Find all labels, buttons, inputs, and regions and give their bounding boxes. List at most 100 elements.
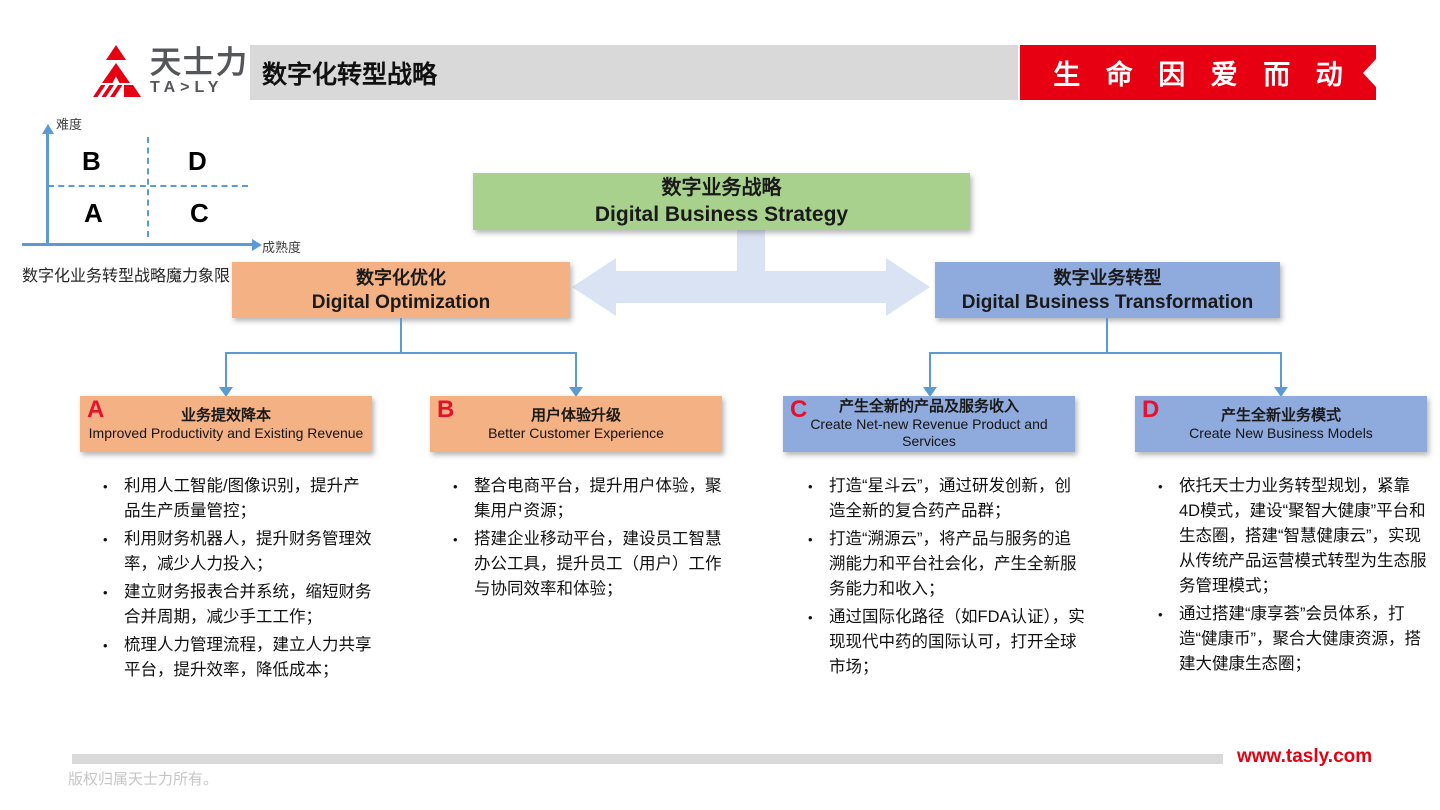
bullet-item: • 搭建企业移动平台，建设员工智慧办公工具，提升员工（用户）工作与协同效率和体验… — [448, 527, 724, 602]
footer-divider-bar — [72, 754, 1223, 764]
bullet-text: 利用财务机器人，提升财务管理效率，减少人力投入； — [124, 530, 372, 573]
logo-brand-cn: 天士力 — [150, 45, 249, 80]
bullet-text: 依托天士力业务转型规划，紧靠4D模式，建设“聚智大健康”平台和生态圈，搭建“智慧… — [1179, 477, 1427, 595]
bullet-dot: • — [103, 479, 108, 494]
column-b-bullets: • 整合电商平台，提升用户体验，聚集用户资源； • 搭建企业移动平台，建设员工智… — [448, 474, 724, 605]
slide-title-bar: 数字化转型战略 — [250, 45, 1018, 100]
header: 天士力 TA>LY 数字化转型战略 生 命 因 爱 而 动 — [0, 0, 1440, 110]
page-title: 数字化转型战略 — [262, 60, 438, 89]
tasly-logo-icon — [93, 45, 141, 97]
bullet-text: 通过搭建“康享荟”会员体系，打造“健康币”，聚合大健康资源，搭建大健康生态圈； — [1179, 605, 1421, 673]
category-box-c: C 产生全新的产品及服务收入 Create Net-new Revenue Pr… — [783, 396, 1075, 452]
y-axis-line — [46, 134, 49, 246]
tasly-logo-text: 天士力 TA>LY — [150, 47, 249, 97]
bullet-text: 通过国际化路径（如FDA认证），实现现代中药的国际认可，打开全球市场； — [829, 608, 1085, 676]
x-axis-line — [22, 243, 252, 246]
bullet-item: • 整合电商平台，提升用户体验，聚集用户资源； — [448, 474, 724, 524]
category-letter-c: C — [790, 396, 808, 423]
connector-line — [1280, 352, 1282, 388]
connector-line — [929, 352, 931, 388]
arrow-down-icon — [569, 387, 583, 397]
x-axis-arrow-icon — [252, 238, 262, 251]
bullet-dot: • — [1158, 607, 1163, 622]
bullet-dot: • — [808, 532, 813, 547]
connector-line — [575, 352, 577, 388]
bullet-dot: • — [453, 532, 458, 547]
category-title-cn: 产生全新的产品及服务收入 — [838, 398, 1019, 415]
bullet-dot: • — [453, 479, 458, 494]
category-title-cn: 产生全新业务模式 — [1220, 406, 1341, 424]
bullet-dot: • — [808, 479, 813, 494]
y-axis-label: 难度 — [56, 117, 83, 132]
category-letter-a: A — [87, 396, 105, 423]
column-d-bullets: • 依托天士力业务转型规划，紧靠4D模式，建设“聚智大健康”平台和生态圈，搭建“… — [1153, 474, 1431, 680]
category-title-cn: 业务提效降本 — [180, 406, 271, 424]
bullet-item: • 通过国际化路径（如FDA认证），实现现代中药的国际认可，打开全球市场； — [803, 605, 1085, 680]
arrow-down-icon — [923, 387, 937, 397]
quadrant-caption: 数字化业务转型战略魔力象限 — [22, 268, 231, 285]
bullet-item: • 梳理人力管理流程，建立人力共享平台，提升效率，降低成本； — [98, 633, 374, 683]
quadrant-letter-b: B — [82, 146, 101, 176]
connector-line — [400, 318, 402, 353]
quadrant-letter-c: C — [190, 198, 209, 228]
column-a-bullets: • 利用人工智能/图像识别，提升产品生产质量管控； • 利用财务机器人，提升财务… — [98, 474, 374, 686]
bullet-text: 打造“星斗云”，通过研发创新，创造全新的复合药产品群； — [829, 477, 1071, 520]
strategy-title-en: Digital Business Strategy — [594, 203, 849, 226]
bullet-dot: • — [103, 585, 108, 600]
bullet-item: • 打造“星斗云”，通过研发创新，创造全新的复合药产品群； — [803, 474, 1085, 524]
bullet-text: 整合电商平台，提升用户体验，聚集用户资源； — [474, 477, 722, 520]
double-arrow-right-icon — [886, 258, 930, 316]
column-c-bullets: • 打造“星斗云”，通过研发创新，创造全新的复合药产品群； • 打造“溯源云”，… — [803, 474, 1085, 683]
connector-line — [225, 352, 227, 388]
branch-title-en: Digital Optimization — [311, 291, 491, 313]
branch-title-cn: 数字化优化 — [356, 267, 446, 288]
strategy-connector-stem — [737, 228, 765, 273]
category-title-en: Improved Productivity and Existing Reven… — [88, 424, 364, 441]
bullet-item: • 依托天士力业务转型规划，紧靠4D模式，建设“聚智大健康”平台和生态圈，搭建“… — [1153, 474, 1431, 599]
bullet-item: • 利用财务机器人，提升财务管理效率，减少人力投入； — [98, 527, 374, 577]
strategy-title-cn: 数字业务战略 — [661, 177, 782, 199]
y-axis-arrow-icon — [41, 124, 54, 134]
quadrant-letter-d: D — [188, 146, 207, 176]
branch-title-cn: 数字业务转型 — [1053, 267, 1162, 288]
bullet-text: 建立财务报表合并系统，缩短财务合并周期，减少手工工作； — [124, 583, 372, 626]
bullet-dot: • — [1158, 479, 1163, 494]
bullet-dot: • — [808, 610, 813, 625]
branch-digital-optimization: 数字化优化 Digital Optimization — [232, 262, 570, 318]
arrow-down-icon — [1274, 387, 1288, 397]
category-box-a: A 业务提效降本 Improved Productivity and Exist… — [80, 396, 372, 452]
bullet-text: 搭建企业移动平台，建设员工智慧办公工具，提升员工（用户）工作与协同效率和体验； — [474, 530, 722, 598]
branch-digital-transformation: 数字业务转型 Digital Business Transformation — [935, 262, 1280, 318]
bullet-text: 梳理人力管理流程，建立人力共享平台，提升效率，降低成本； — [124, 636, 372, 679]
branch-title-en: Digital Business Transformation — [961, 291, 1254, 313]
category-letter-d: D — [1142, 396, 1160, 423]
slogan-banner: 生 命 因 爱 而 动 — [1020, 45, 1376, 100]
category-title-en: Better Customer Experience — [488, 424, 664, 441]
arrow-down-icon — [219, 387, 233, 397]
bullet-dot: • — [103, 532, 108, 547]
logo-brand-en: TA>LY — [150, 79, 224, 96]
connector-line — [225, 352, 577, 354]
bullet-item: • 打造“溯源云”，将产品与服务的追溯能力和平台社会化，产生全新服务能力和收入； — [803, 527, 1085, 602]
bullet-item: • 利用人工智能/图像识别，提升产品生产质量管控； — [98, 474, 374, 524]
quadrant-divider-vertical — [147, 137, 149, 237]
category-box-d: D 产生全新业务模式 Create New Business Models — [1135, 396, 1427, 452]
website-link[interactable]: www.tasly.com — [1237, 746, 1373, 767]
strategy-box: 数字业务战略 Digital Business Strategy — [473, 173, 970, 230]
slogan-text: 生 命 因 爱 而 动 — [1053, 60, 1352, 90]
category-title-en: Create Net-new Revenue Product and Servi… — [810, 416, 1048, 449]
connector-line — [929, 352, 1282, 354]
bullet-item: • 建立财务报表合并系统，缩短财务合并周期，减少手工工作； — [98, 580, 374, 630]
quadrant-letter-a: A — [84, 198, 103, 228]
copyright-text: 版权归属天士力所有。 — [68, 771, 219, 788]
magic-quadrant-chart: 难度 成熟度 B D A C 数字化业务转型战略魔力象限 — [20, 112, 320, 292]
double-arrow-body — [615, 271, 886, 303]
connector-line — [1106, 318, 1108, 353]
bullet-text: 利用人工智能/图像识别，提升产品生产质量管控； — [124, 477, 360, 520]
bullet-text: 打造“溯源云”，将产品与服务的追溯能力和平台社会化，产生全新服务能力和收入； — [829, 530, 1077, 598]
bullet-dot: • — [103, 638, 108, 653]
bullet-item: • 通过搭建“康享荟”会员体系，打造“健康币”，聚合大健康资源，搭建大健康生态圈… — [1153, 602, 1431, 677]
double-arrow-left-icon — [572, 258, 616, 316]
category-title-cn: 用户体验升级 — [530, 406, 621, 424]
